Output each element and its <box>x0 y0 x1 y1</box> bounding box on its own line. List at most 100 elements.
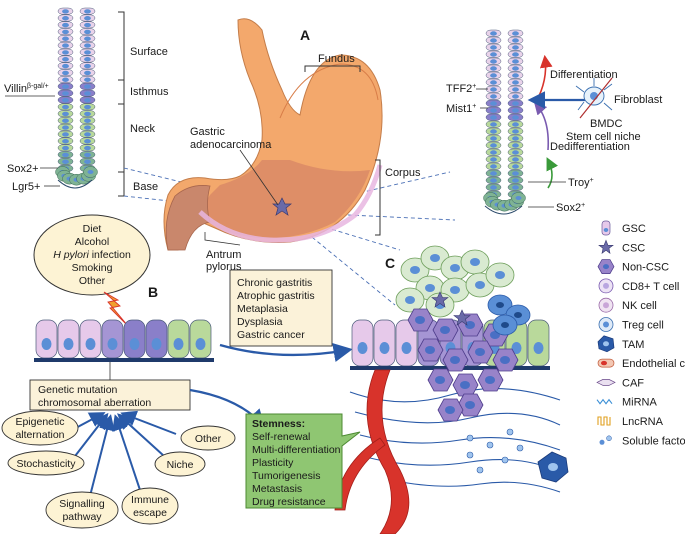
differentiation-label: Differentiation <box>550 69 618 81</box>
cell-nucleus <box>603 283 609 289</box>
cell-nucleus <box>470 258 480 266</box>
legend-item: NK cell <box>599 298 657 312</box>
cell-nucleus <box>512 38 519 42</box>
cell-nucleus <box>84 146 91 150</box>
legend-item: Soluble factors <box>600 435 685 447</box>
stemness-item: Tumorigenesis <box>252 470 320 482</box>
soluble-factor <box>487 442 493 448</box>
cell-nucleus <box>512 157 519 161</box>
risk-factor-item: H pylori infection <box>53 249 131 261</box>
legend-item: GSC <box>602 221 646 235</box>
legend-label: TAM <box>622 339 644 351</box>
cell-nucleus <box>62 23 69 27</box>
lncrna-icon <box>598 417 610 425</box>
cell-nucleus <box>500 356 510 364</box>
mutation-line-1: Genetic mutation <box>38 384 118 396</box>
cell-nucleus <box>490 185 497 189</box>
disease-stage: Atrophic gastritis <box>237 290 315 302</box>
legend-label: MiRNA <box>622 397 657 409</box>
isthmus-label: Isthmus <box>130 86 169 98</box>
cell-nucleus <box>512 108 519 112</box>
cell-nucleus <box>490 122 497 126</box>
cell-nucleus <box>84 153 91 157</box>
legend-item: LncRNA <box>598 416 664 428</box>
cell-nucleus <box>490 129 497 133</box>
panel-b-label: B <box>148 284 158 300</box>
cell-nucleus <box>86 338 96 350</box>
cell-nucleus <box>496 302 504 308</box>
cell-nucleus <box>490 59 497 63</box>
soluble-factor <box>467 452 473 458</box>
cell-nucleus <box>490 66 497 70</box>
legend-item: MiRNA <box>597 397 657 409</box>
svg-text:Stochasticity: Stochasticity <box>17 458 77 470</box>
legend-item: CSC <box>599 240 645 254</box>
cell-nucleus <box>512 87 519 91</box>
cell-nucleus <box>475 348 485 356</box>
cell-nucleus <box>84 98 91 102</box>
surface-label: Surface <box>130 46 168 58</box>
legend-label: Non-CSC <box>622 262 669 274</box>
cell-nucleus <box>490 94 497 98</box>
cell-nucleus <box>512 185 519 189</box>
cell-nucleus <box>108 338 118 350</box>
progression-arrow <box>220 345 348 355</box>
cause-other: Other <box>181 426 235 450</box>
cell-nucleus <box>402 342 412 354</box>
cell-nucleus <box>62 37 69 41</box>
mutation-line-2: chromosomal aberration <box>38 397 151 409</box>
soluble-factor <box>517 445 523 451</box>
cell-nucleus <box>512 150 519 154</box>
cell-nucleus <box>84 30 91 34</box>
cell-nucleus <box>62 160 69 164</box>
cell-nucleus <box>425 346 435 354</box>
cell-nucleus <box>512 122 519 126</box>
cell-nucleus <box>475 281 485 289</box>
cell-nucleus <box>62 153 69 157</box>
cell-nucleus <box>512 80 519 84</box>
cell-nucleus <box>440 326 450 334</box>
differentiation-arrow <box>536 58 546 102</box>
cell-nucleus <box>62 139 69 143</box>
cell-nucleus <box>62 16 69 20</box>
cell-nucleus <box>490 45 497 49</box>
cell-nucleus <box>84 64 91 68</box>
mist1-label: Mist1+ <box>446 103 476 115</box>
cell-nucleus <box>435 376 445 384</box>
cell-nucleus <box>415 316 425 324</box>
cell-nucleus <box>62 146 69 150</box>
cell-nucleus <box>62 50 69 54</box>
cause-immune-escape: Immune escape <box>122 488 178 524</box>
cell-nucleus <box>42 338 52 350</box>
cell-nucleus <box>450 356 460 364</box>
svg-text:Niche: Niche <box>167 459 194 471</box>
neck-label: Neck <box>130 123 156 135</box>
cause-arrows <box>72 414 176 496</box>
stemness-item: Drug resistance <box>252 496 326 508</box>
svg-text:alternation: alternation <box>15 429 64 441</box>
cell-nucleus <box>512 73 519 77</box>
cell-nucleus <box>512 143 519 147</box>
mirna-icon <box>597 400 612 404</box>
legend-label: NK cell <box>622 300 657 312</box>
legend-label: CAF <box>622 377 644 389</box>
sox2-left-label: Sox2+ <box>7 163 39 175</box>
fundus-label: Fundus <box>318 53 355 65</box>
base-label: Base <box>133 181 158 193</box>
cell-nucleus <box>84 71 91 75</box>
soluble-factor-dot <box>607 436 612 441</box>
cell-nucleus <box>512 66 519 70</box>
lgr5-label: Lgr5+ <box>12 181 40 193</box>
panel-a-label: A <box>300 27 310 43</box>
cell-nucleus <box>450 264 460 272</box>
cell-nucleus <box>62 132 69 136</box>
disease-stage: Chronic gastritis <box>237 277 312 289</box>
cell-nucleus <box>460 381 470 389</box>
legend-item: Non-CSC <box>598 260 669 274</box>
cell-nucleus <box>512 136 519 140</box>
gastric-label: Gastric <box>190 126 225 138</box>
legend-item: CD8+ T cell <box>599 279 679 293</box>
cell-nucleus <box>534 342 544 354</box>
cell-nucleus <box>174 338 184 350</box>
